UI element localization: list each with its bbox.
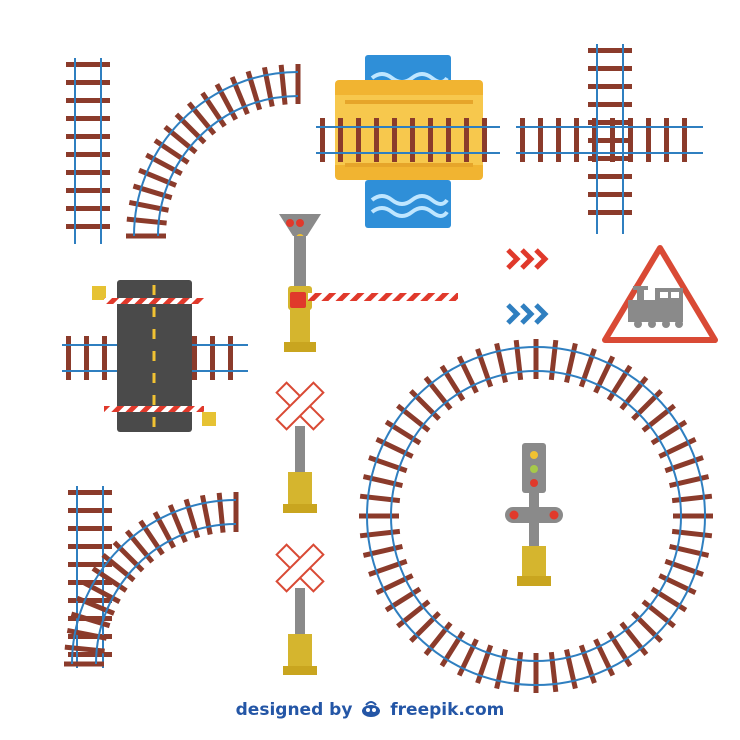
signal-light-icon [505,443,563,586]
barrier-gate-icon [279,214,458,352]
road-crossing-icon [62,280,248,432]
freepik-logo-icon [362,701,381,717]
credit-brand: freepik.com [390,700,505,720]
loop-rail-icon [359,339,713,693]
crossbuck-icon [275,381,325,513]
junction-rail-icon [64,486,239,668]
credit-prefix: designed by [235,700,353,720]
curved-track-icon [126,64,301,239]
credit-line[interactable]: designed by freepik.com [0,700,740,720]
crossbuck-icon [275,543,325,675]
chevron-arrows-icon [506,248,549,325]
straight-track-icon [66,58,110,244]
train-sign-icon [602,245,718,343]
crossing-rail-icon [516,44,703,234]
bridge-icon [316,55,500,228]
